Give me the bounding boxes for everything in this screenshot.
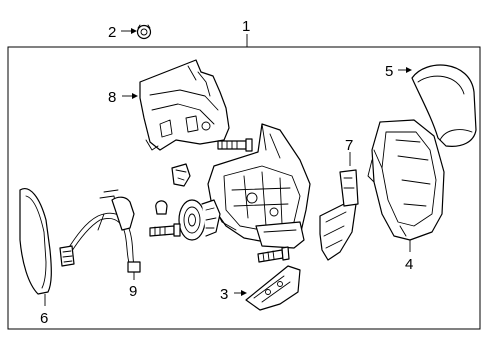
screw-lower [257,246,290,263]
callout-5-pointer [398,67,412,73]
callout-3-pointer [234,290,247,296]
callout-2: 2 [108,24,116,41]
callout-4: 4 [405,256,413,273]
grommet [155,200,168,215]
callout-7: 7 [345,137,353,154]
callout-9: 9 [129,283,137,300]
part-9-wire-harness [59,189,141,273]
lower-mount [255,221,305,249]
callout-8: 8 [108,89,116,106]
part-5-skull-cap [411,64,477,147]
callout-1: 1 [242,18,250,35]
callout-6: 6 [40,310,48,327]
screw-upper [217,138,253,152]
part-4-mirror-housing [367,119,445,241]
part-6-mirror-glass [19,188,52,295]
assembly-frame [7,46,481,330]
callout-2-pointer [121,28,137,34]
part-8-upper-bracket [139,59,230,151]
part-2-nut [136,24,152,40]
power-actuator [178,199,221,241]
callout-8-pointer [122,93,138,99]
mirror-base-assembly [207,123,311,245]
callout-5: 5 [385,63,393,80]
callout-3: 3 [220,286,228,303]
small-clip [171,163,191,187]
part-7-turn-signal [319,169,359,261]
screw-actuator [149,223,181,237]
part-3-lower-cover [245,265,301,311]
